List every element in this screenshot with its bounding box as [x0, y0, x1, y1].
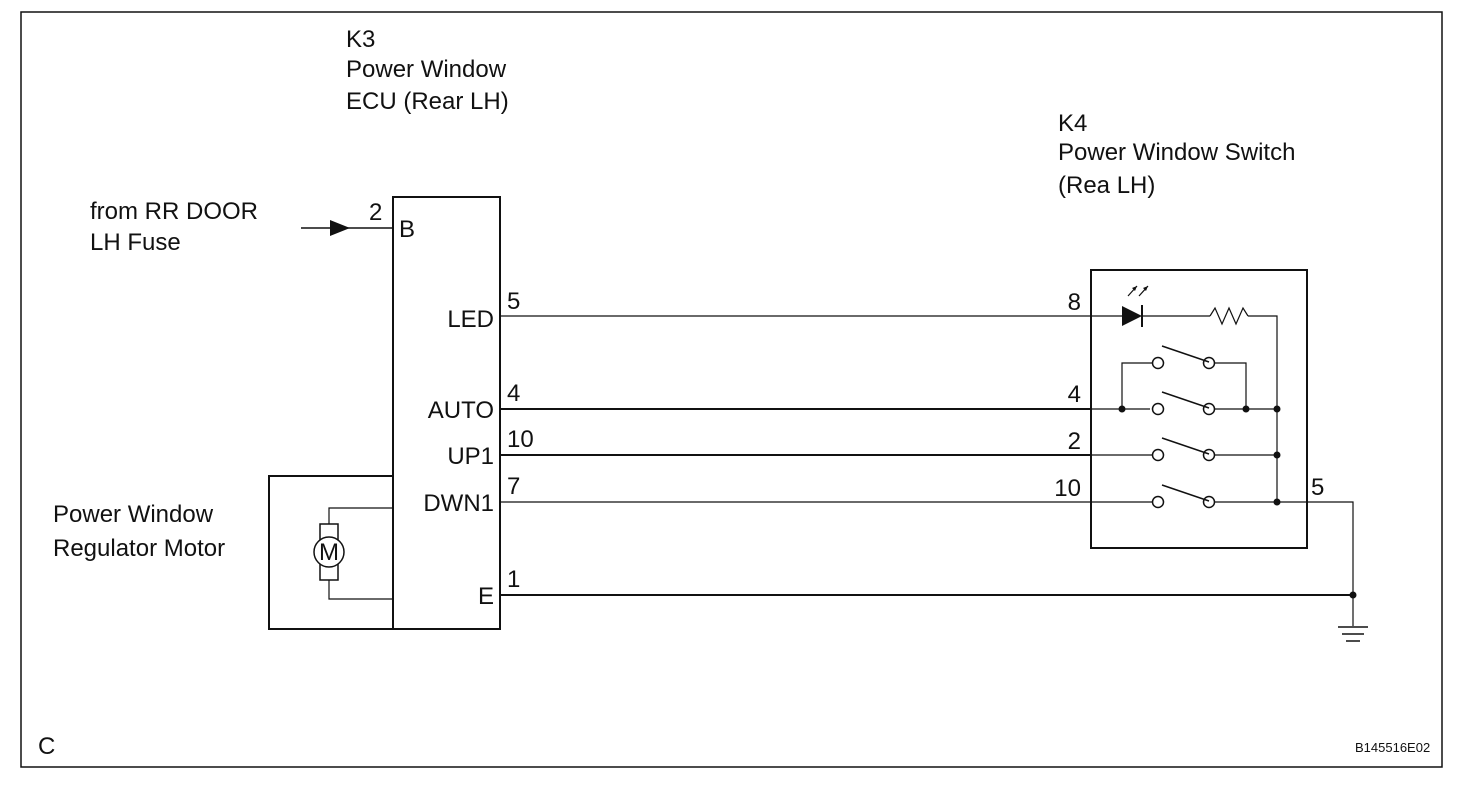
motor-box: [268, 475, 394, 630]
fuse-arrow-icon: [330, 220, 350, 236]
switch-name-line2: (Rea LH): [1058, 172, 1155, 199]
switch-pin-led-number: 8: [1068, 289, 1081, 316]
ecu-pin-b-label: B: [399, 216, 415, 243]
ecu-pin-led-label: LED: [447, 306, 494, 333]
diagram-frame: [20, 11, 1443, 768]
switch-pin-up-number: 2: [1068, 428, 1081, 455]
frame-label: C: [38, 733, 55, 760]
led-icon: [1122, 306, 1142, 326]
ecu-name-line2: ECU (Rear LH): [346, 88, 509, 115]
switch-contact-auto2-icon: [1151, 391, 1216, 416]
ecu-pin-e-label: E: [478, 583, 494, 610]
motor-label-line1: Power Window: [53, 501, 214, 528]
fuse-source-line2: LH Fuse: [90, 229, 181, 256]
wire-switch-ground: [1277, 501, 1354, 626]
motor-symbol: M: [319, 539, 339, 566]
resistor-icon: [1209, 306, 1249, 326]
ecu-pin-auto-label: AUTO: [428, 397, 494, 424]
motor-icon: M: [313, 507, 393, 600]
ecu-pin-dwn1-number: 7: [507, 473, 520, 500]
ecu-pin-dwn1-label: DWN1: [423, 490, 494, 517]
switch-pin-down-number: 10: [1054, 475, 1081, 502]
switch-contact-auto-icon: [1151, 345, 1216, 370]
switch-id: K4: [1058, 110, 1087, 137]
ground-junction: [1349, 591, 1357, 599]
ecu-box: [392, 196, 501, 630]
ecu-pin-up1-number: 10: [507, 426, 534, 453]
figure-code: B145516E02: [1355, 740, 1430, 755]
ecu-name-line1: Power Window: [346, 56, 507, 83]
switch-internals: [1091, 285, 1281, 509]
switch-pin-auto-number: 4: [1068, 381, 1081, 408]
ground-icon: [1338, 626, 1368, 642]
ecu-pin-led-number: 5: [507, 288, 520, 315]
ecu-id: K3: [346, 26, 375, 53]
ecu-pin-up1-label: UP1: [447, 443, 494, 470]
switch-name-line1: Power Window Switch: [1058, 139, 1295, 166]
ecu-pin-auto-number: 4: [507, 380, 520, 407]
motor-label-line2: Regulator Motor: [53, 535, 225, 562]
ecu-pin-e-number: 1: [507, 566, 520, 593]
switch-pin-ground-number: 5: [1311, 474, 1324, 501]
fuse-source-line1: from RR DOOR: [90, 198, 258, 225]
switch-contact-up-icon: [1091, 437, 1281, 462]
switch-contact-down-icon: [1091, 484, 1281, 509]
ecu-pin-b-number: 2: [369, 199, 382, 226]
